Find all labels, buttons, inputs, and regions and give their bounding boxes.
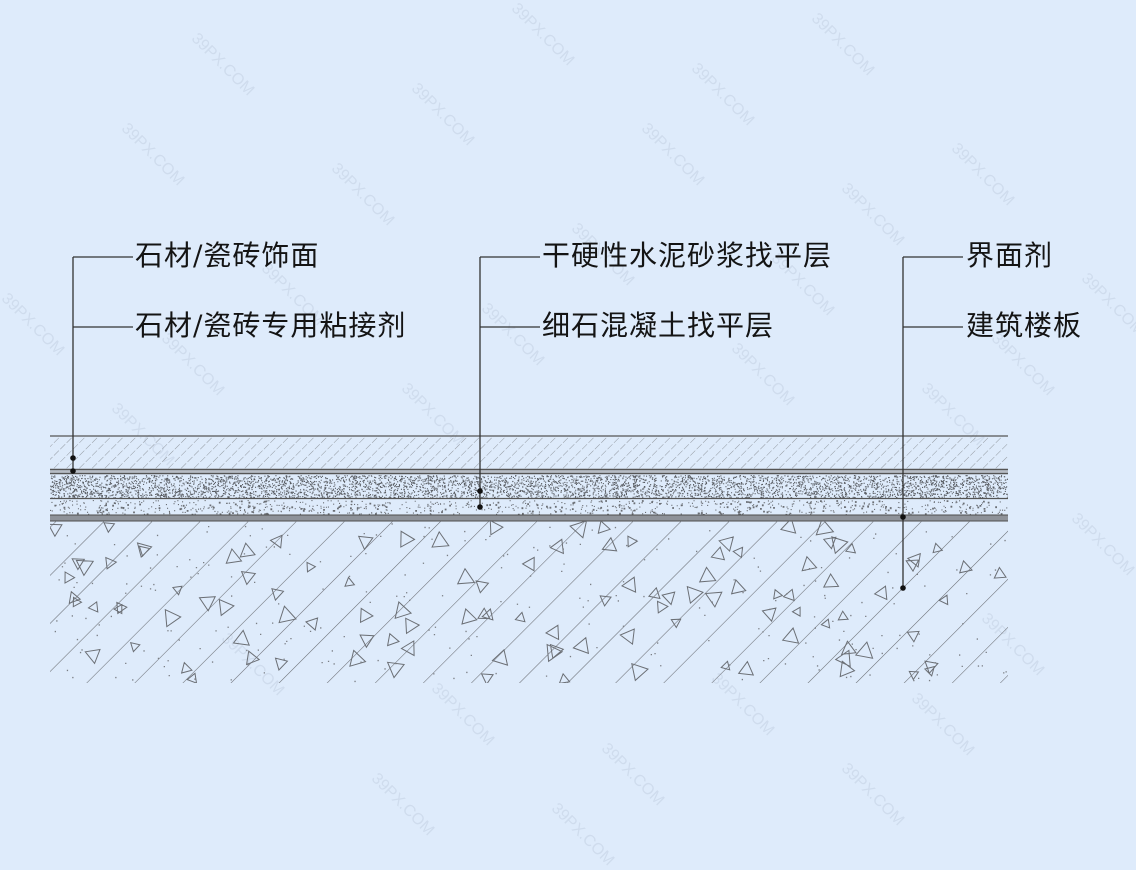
leader-lines (70, 256, 963, 591)
layer-stone-finish (50, 435, 1008, 469)
floor-section-diagram (50, 256, 1008, 683)
label-dry-mortar: 干硬性水泥砂浆找平层 (542, 239, 833, 272)
label-stone-finish: 石材/瓷砖饰面 (135, 239, 320, 272)
layer-adhesive (50, 468, 1008, 475)
label-stone-adhesive: 石材/瓷砖专用粘接剂 (135, 309, 407, 342)
label-interface-agent: 界面剂 (966, 239, 1054, 272)
layer-interface-agent (50, 514, 1008, 522)
label-fine-concrete: 细石混凝土找平层 (542, 309, 775, 342)
layer-dry-mortar (50, 475, 1008, 498)
layer-fine-concrete (50, 500, 1008, 515)
layer-building-slab (50, 521, 1008, 683)
label-building-slab: 建筑楼板 (966, 309, 1083, 342)
